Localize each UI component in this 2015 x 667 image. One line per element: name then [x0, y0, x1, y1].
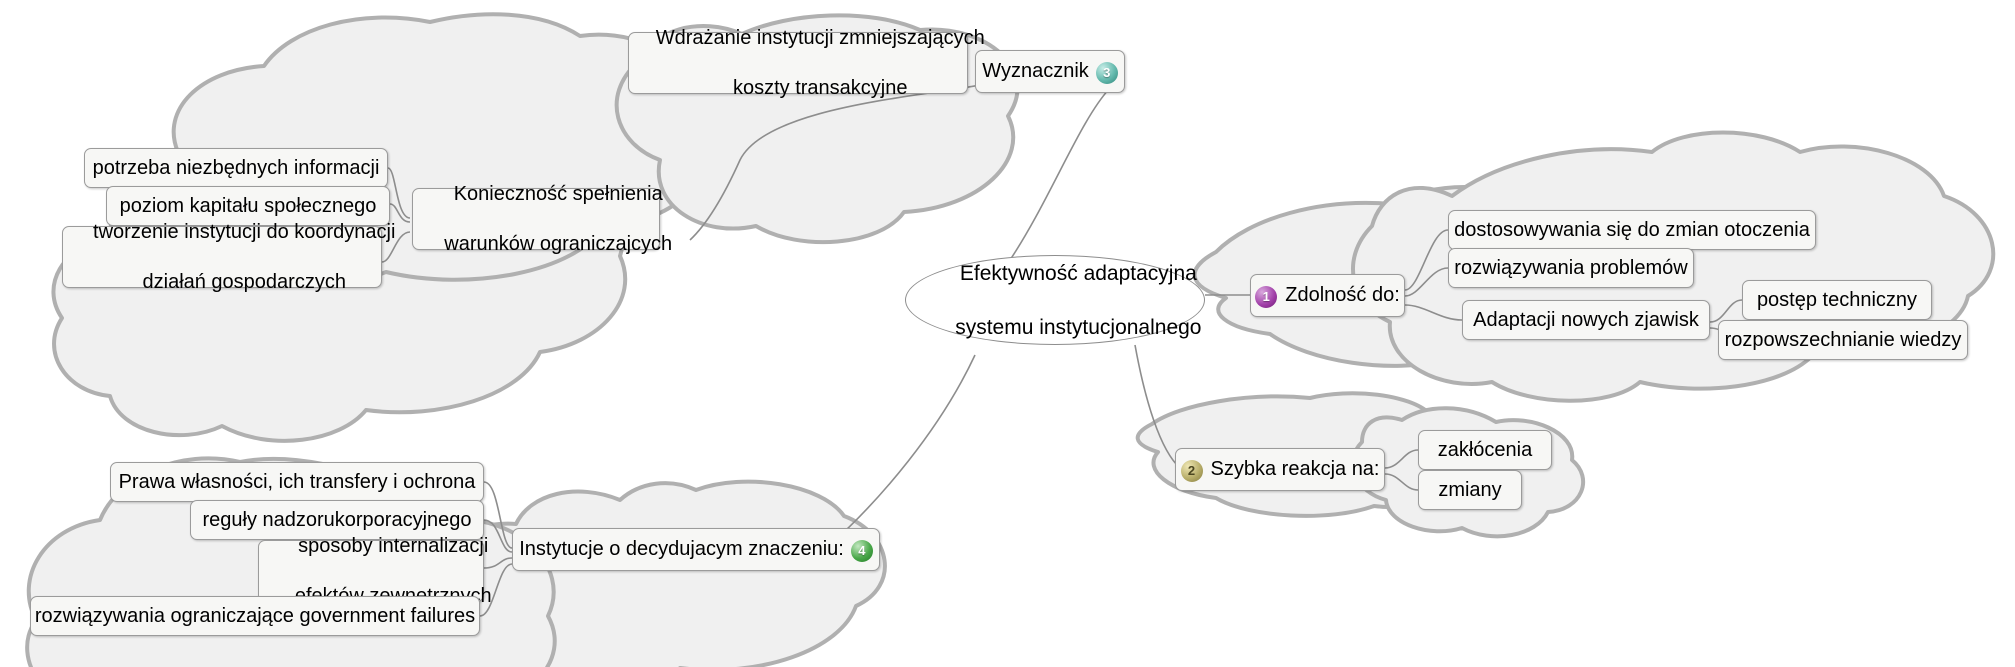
node-zdolnosc-label: Zdolność do: — [1285, 284, 1400, 306]
node-zmiany-label: zmiany — [1438, 478, 1502, 501]
node-wdrazanie-line1: Wdrażanie instytucji zmniejszających — [655, 26, 985, 49]
node-instytucje-label: Instytucje o decydujacym znaczeniu: — [519, 538, 844, 560]
node-dostosowywania[interactable]: dostosowywania się do zmian otoczenia — [1448, 210, 1816, 250]
badge-2-icon: 2 — [1180, 459, 1203, 482]
node-zaklocenia[interactable]: zakłócenia — [1418, 430, 1552, 470]
node-wyznacznik[interactable]: Wyznacznik 3 — [975, 50, 1125, 93]
node-sposoby[interactable]: sposoby internalizacji efektów zewnętrzn… — [258, 535, 492, 607]
node-adaptacji[interactable]: Adaptacji nowych zjawisk — [1462, 300, 1710, 340]
root-label-line2: systemu instytucjonalnego — [955, 315, 1202, 339]
node-tworzenie[interactable]: tworzenie instytucji do koordynacji dzia… — [62, 221, 395, 293]
node-wyznacznik-label: Wyznacznik — [982, 60, 1089, 82]
node-tworzenie-line1: tworzenie instytucji do koordynacji — [93, 220, 396, 243]
node-zaklocenia-label: zakłócenia — [1437, 438, 1533, 461]
node-zmiany[interactable]: zmiany — [1418, 470, 1522, 510]
node-szybka-reakcja-label: Szybka reakcja na: — [1210, 458, 1380, 480]
node-koniecznosc-line1: Konieczność spełnienia — [453, 182, 663, 205]
node-rozwiazywania-problemow[interactable]: rozwiązywania problemów — [1448, 248, 1694, 288]
node-wdrazanie-line2: koszty transakcyjne — [732, 76, 908, 99]
node-koniecznosc[interactable]: Konieczność spełnienia warunków ogranicz… — [412, 183, 672, 255]
node-koniecznosc-line2: warunków ograniczajcych — [444, 232, 673, 255]
node-postep-label: postęp techniczny — [1756, 288, 1918, 311]
badge-1-icon: 1 — [1255, 285, 1278, 308]
node-dostosowywania-label: dostosowywania się do zmian otoczenia — [1454, 218, 1810, 241]
node-tworzenie-line2: działań gospodarczych — [142, 270, 346, 293]
node-potrzeba-label: potrzeba niezbędnych informacji — [92, 156, 380, 179]
node-rozwiazywania-gov-label: rozwiązywania ograniczające government f… — [34, 604, 476, 627]
root-label-line1: Efektywność adaptacyjna — [959, 261, 1197, 285]
node-szybka-reakcja[interactable]: 2 Szybka reakcja na: — [1175, 448, 1385, 491]
node-prawa-wlasnosci[interactable]: Prawa własności, ich transfery i ochrona — [110, 462, 484, 502]
node-adaptacji-label: Adaptacji nowych zjawisk — [1473, 308, 1699, 331]
node-rozwiazywania-gov[interactable]: rozwiązywania ograniczające government f… — [30, 596, 480, 636]
badge-3-icon: 3 — [1095, 61, 1118, 84]
node-rozpowszechnianie[interactable]: rozpowszechnianie wiedzy — [1718, 320, 1968, 360]
node-prawa-wlasnosci-label: Prawa własności, ich transfery i ochrona — [118, 470, 476, 493]
node-potrzeba[interactable]: potrzeba niezbędnych informacji — [84, 148, 388, 188]
node-zdolnosc[interactable]: 1 Zdolność do: — [1250, 274, 1405, 317]
node-sposoby-line1: sposoby internalizacji — [298, 534, 489, 557]
badge-4-icon: 4 — [850, 539, 873, 562]
node-rozwiazywania-problemow-label: rozwiązywania problemów — [1454, 256, 1688, 279]
node-postep[interactable]: postęp techniczny — [1742, 280, 1932, 320]
node-instytucje[interactable]: Instytucje o decydujacym znaczeniu: 4 — [512, 528, 880, 571]
node-rozpowszechnianie-label: rozpowszechnianie wiedzy — [1724, 328, 1962, 351]
root-node[interactable]: Efektywność adaptacyjna systemu instytuc… — [905, 255, 1205, 345]
node-wdrazanie[interactable]: Wdrażanie instytucji zmniejszających kos… — [628, 27, 985, 99]
